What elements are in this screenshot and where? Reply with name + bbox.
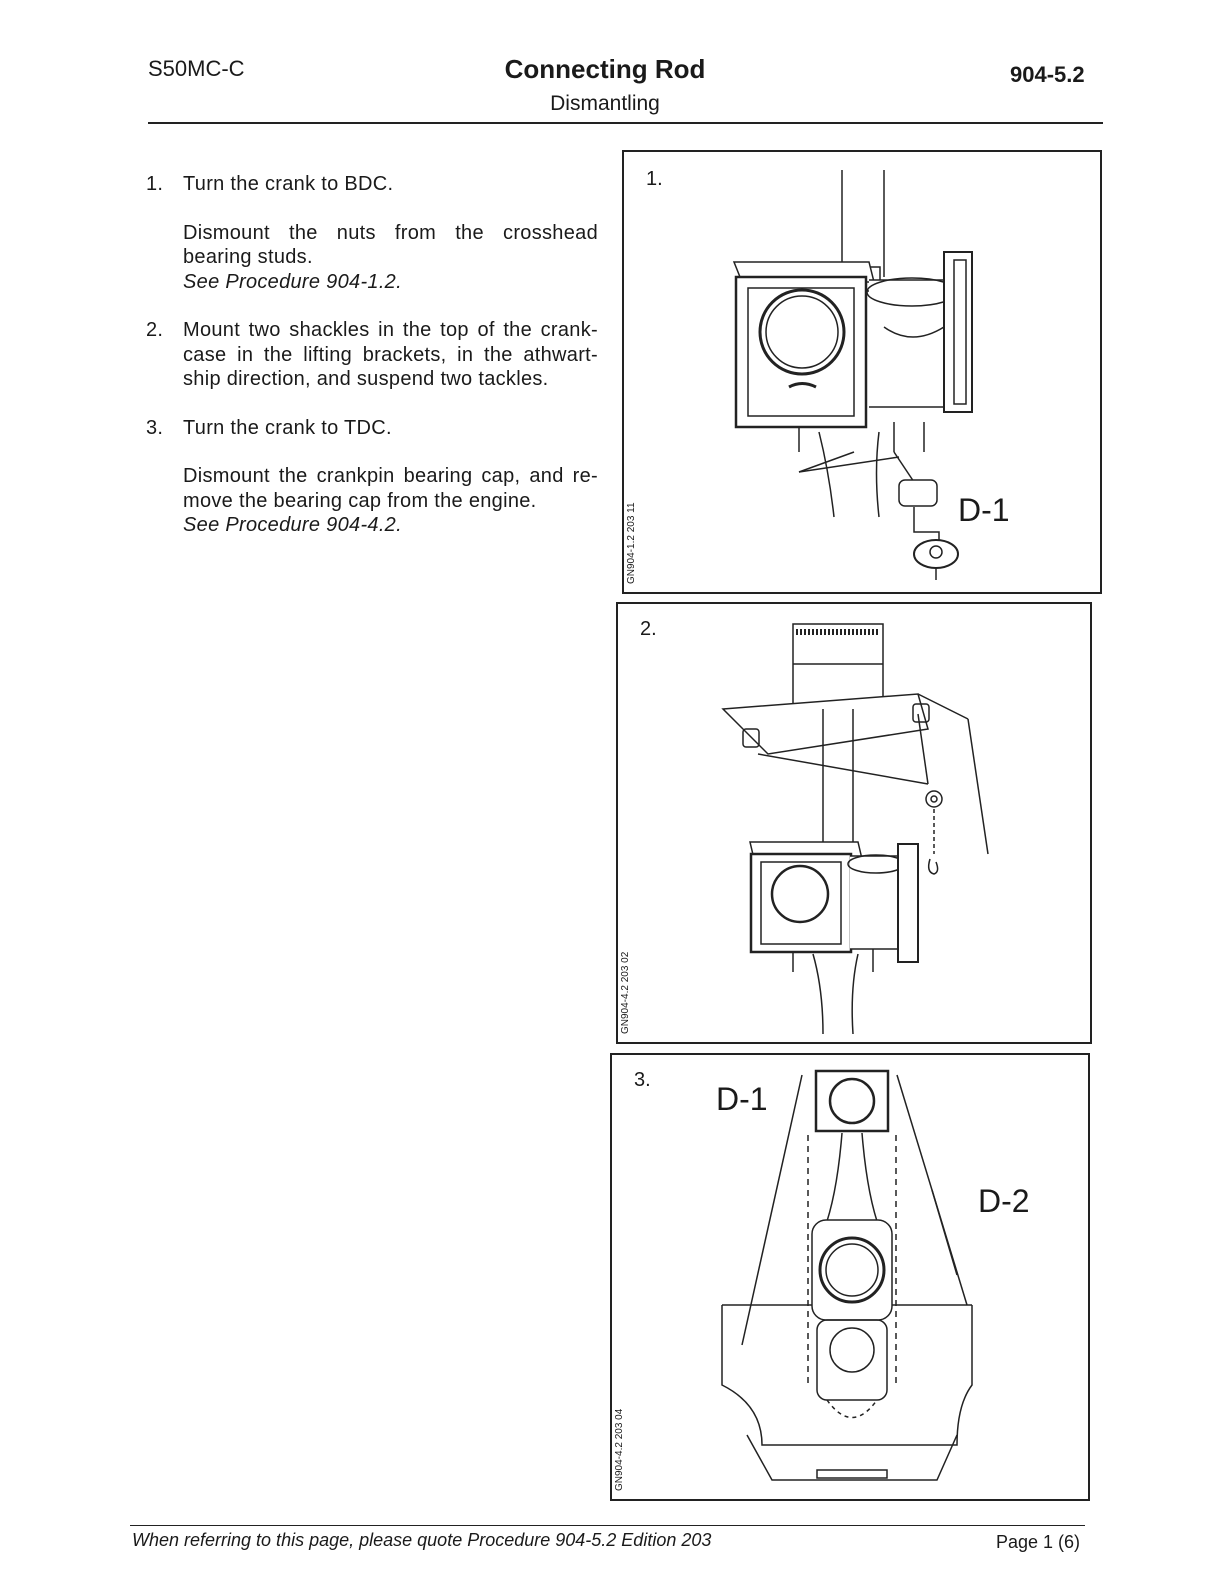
drawing-code: GN904-4.2 203 02	[620, 951, 631, 1034]
procedure-reference: See Procedure 904-1.2.	[183, 270, 402, 293]
step-text: Dismount the nuts from the crosshead bea…	[183, 221, 598, 293]
drawing-code: GN904-4.2 203 04	[614, 1408, 625, 1491]
footer-reference: When referring to this page, please quot…	[132, 1530, 712, 1550]
drawing-code: GN904-1.2 203 11	[626, 502, 637, 584]
step-text: Dismount the crankpin bearing cap, and r…	[183, 465, 598, 536]
step-number: 1.	[146, 173, 164, 195]
page-title: Connecting Rod	[504, 54, 706, 84]
figure-number: 3.	[634, 1069, 651, 1091]
figure-2-drawing	[721, 623, 989, 1035]
step-2: 2. Mount two shackles in the top of the …	[146, 318, 598, 392]
tool-label-d1: D-1	[716, 1081, 768, 1117]
step-3: 3. Turn the crank to TDC. Dismount the c…	[146, 416, 598, 538]
step-text: Mount two shackles in the top of the cra…	[183, 319, 598, 390]
header-divider	[148, 122, 1103, 124]
figure-number: 1.	[646, 168, 663, 190]
figure-3-drawing	[721, 1069, 973, 1481]
step-number: 2.	[146, 319, 164, 341]
page-subtitle: Dismantling	[550, 92, 660, 115]
figure-number: 2.	[640, 618, 657, 640]
step-text: Turn the crank to BDC.	[183, 173, 394, 195]
figure-2: 2. GN904-4.2 203 02	[616, 602, 1092, 1044]
step-1: 1. Turn the crank to BDC. Dismount the n…	[146, 172, 598, 294]
procedure-reference: See Procedure 904-4.2.	[183, 514, 402, 536]
footer-divider	[130, 1525, 1085, 1526]
step-text: Turn the crank to TDC.	[183, 416, 392, 439]
procedure-steps: 1. Turn the crank to BDC. Dismount the n…	[146, 172, 598, 562]
tool-label-d1: D-1	[958, 492, 1010, 528]
figure-1: 1. D-1 GN904-1.2 203 11	[622, 150, 1102, 594]
figure-3: 3. D-1 D-2 GN904-4.2 203 04	[610, 1053, 1090, 1501]
tool-label-d2: D-2	[978, 1183, 1030, 1219]
page-number: Page 1 (6)	[996, 1532, 1081, 1552]
procedure-code: 904-5.2	[1010, 62, 1085, 87]
engine-model: S50MC-C	[148, 56, 245, 81]
step-number: 3.	[146, 416, 164, 439]
figure-1-drawing	[732, 170, 973, 580]
